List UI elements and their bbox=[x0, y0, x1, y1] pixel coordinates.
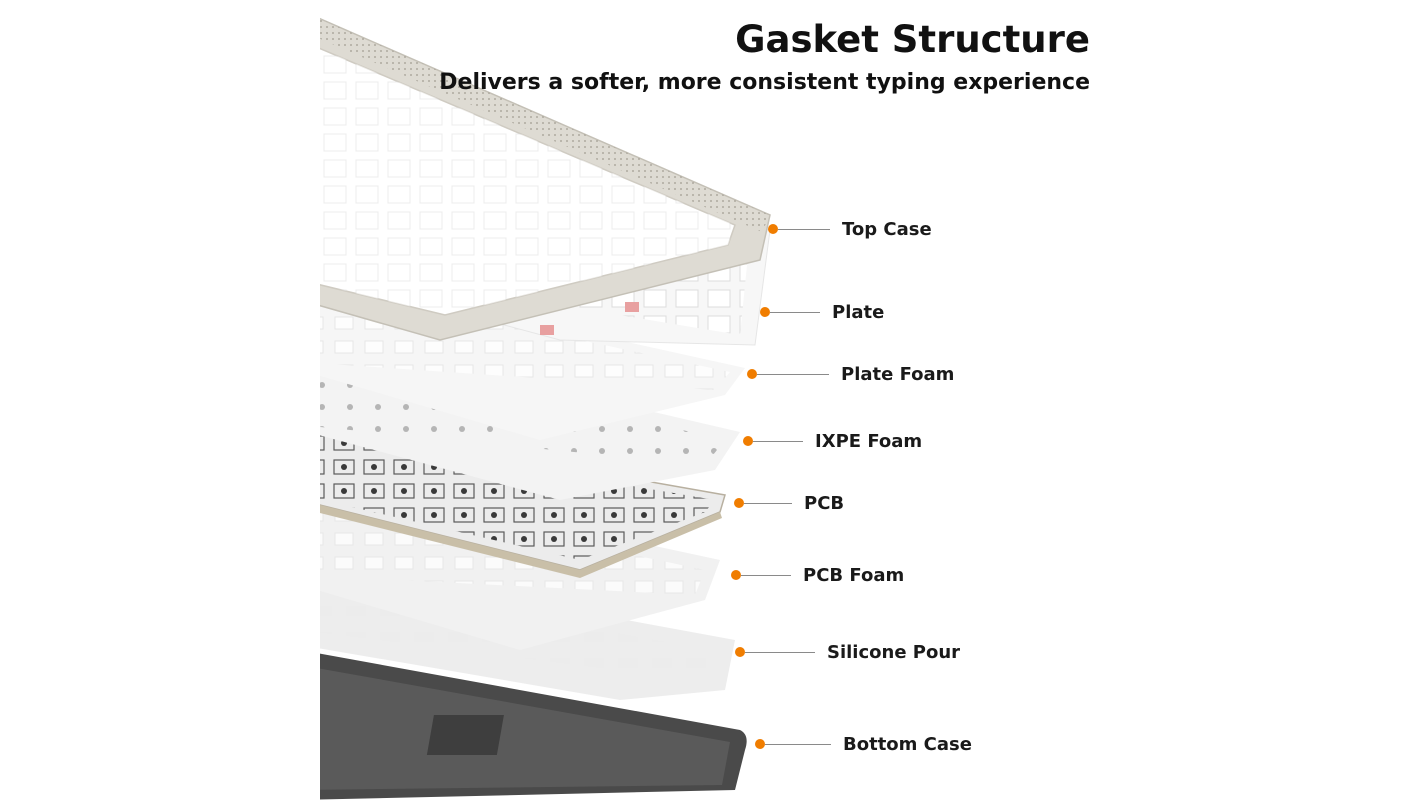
callout-top-case: Top Case bbox=[768, 218, 932, 240]
callout-leader-line bbox=[741, 574, 791, 576]
callout-leader-line bbox=[745, 651, 815, 653]
callout-pcb-foam: PCB Foam bbox=[731, 564, 905, 586]
page-title: Gasket Structure bbox=[735, 18, 1090, 61]
callout-pcb: PCB bbox=[734, 492, 845, 514]
callout-label: PCB Foam bbox=[803, 564, 905, 586]
callout-plate-foam: Plate Foam bbox=[747, 363, 955, 385]
callout-label: Plate Foam bbox=[841, 363, 955, 385]
callout-dot-icon bbox=[743, 436, 753, 446]
callout-label: IXPE Foam bbox=[815, 430, 923, 452]
callout-leader-line bbox=[753, 440, 803, 442]
callout-bottom-case: Bottom Case bbox=[755, 733, 972, 755]
callout-dot-icon bbox=[735, 647, 745, 657]
callout-ixpe-foam: IXPE Foam bbox=[743, 430, 923, 452]
callout-leader-line bbox=[757, 373, 829, 375]
callout-label: Bottom Case bbox=[843, 733, 972, 755]
page-subtitle: Delivers a softer, more consistent typin… bbox=[439, 70, 1090, 95]
callout-dot-icon bbox=[768, 224, 778, 234]
callout-dot-icon bbox=[755, 739, 765, 749]
callout-leader-line bbox=[778, 228, 830, 230]
callout-dot-icon bbox=[760, 307, 770, 317]
callout-leader-line bbox=[770, 311, 820, 313]
callout-silicone-pour: Silicone Pour bbox=[735, 641, 961, 663]
callout-label: Top Case bbox=[842, 218, 932, 240]
callout-dot-icon bbox=[731, 570, 741, 580]
callout-leader-line bbox=[744, 502, 792, 504]
callout-dot-icon bbox=[734, 498, 744, 508]
callout-label: PCB bbox=[804, 492, 845, 514]
callout-dot-icon bbox=[747, 369, 757, 379]
callout-leader-line bbox=[765, 743, 831, 745]
callout-label: Silicone Pour bbox=[827, 641, 961, 663]
callout-plate: Plate bbox=[760, 301, 885, 323]
callout-label: Plate bbox=[832, 301, 885, 323]
